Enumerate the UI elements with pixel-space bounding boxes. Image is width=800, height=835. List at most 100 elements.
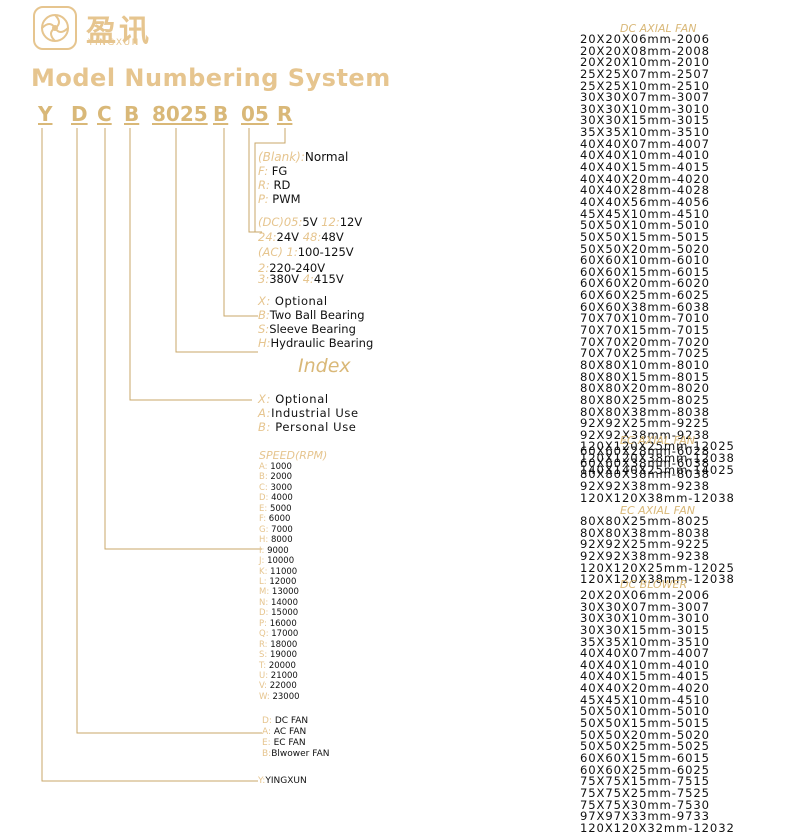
speed-title: SPEED(RPM) (259, 449, 328, 462)
model-list-item: 80X80X38mm-8038 (580, 404, 710, 419)
model-list-item: 50X50X10mm-5010 (580, 704, 710, 719)
speed-option: S: 19000 (259, 650, 298, 661)
option-use-personal: B: Personal Use (258, 420, 357, 434)
model-list-item: 120X120X38mm-12038 (580, 490, 735, 505)
option-rotation-fg: F: FG (258, 164, 288, 178)
model-list-item: 30X30X07mm-3007 (580, 599, 710, 614)
speed-option: J: 10000 (259, 556, 295, 567)
model-list-item: 70X70X20mm-7020 (580, 334, 710, 349)
option-type-dc: D: DC FAN (262, 716, 309, 726)
option-rotation-rd: R: RD (258, 178, 291, 192)
model-list-item: 120X120X25mm-12025 (580, 560, 735, 575)
model-list-item: 60X60X20mm-6020 (580, 276, 710, 291)
model-list-item: 40X40X56mm-4056 (580, 194, 710, 209)
model-list-item: 50X50X15mm-5015 (580, 229, 710, 244)
model-list-item: 120X120X32mm-12032 (580, 820, 735, 835)
model-list-item: 50X50X25mm-5025 (580, 739, 710, 754)
speed-option: Q: 17000 (259, 629, 299, 640)
model-list-item: 50X50X20mm-5020 (580, 241, 710, 256)
option-rotation-pwm: P: PWM (258, 192, 301, 206)
speed-option: I: 9000 (259, 545, 289, 556)
option-use-optional: X: Optional (258, 392, 329, 406)
speed-option: F: 6000 (259, 514, 291, 525)
model-list-item: 92X92X25mm-9225 (580, 416, 710, 431)
model-list-item: 60X60X38mm-6038 (580, 455, 710, 470)
speed-option: H: 8000 (259, 535, 293, 546)
model-list-item: 92X92X38mm-9238 (580, 427, 710, 442)
list-title-dc-axial: DC AXIAL FAN (620, 22, 697, 35)
speed-option: R: 18000 (259, 639, 298, 650)
model-list-item: 20X20X10mm-2010 (580, 55, 710, 70)
model-list-item: 20X20X06mm-2006 (580, 32, 710, 46)
model-list-item: 120X120X25mm-12025 (580, 439, 735, 454)
model-list-item: 45X45X10mm-4510 (580, 692, 710, 707)
model-list-item: 120X120X38mm-12038 (580, 451, 735, 466)
model-list-item: 60X60X38mm-6038 (580, 299, 710, 314)
model-list-item: 70X70X25mm-7025 (580, 346, 710, 361)
speed-option: A: 1000 (259, 462, 292, 472)
option-voltage-dc: (DC)05:5V 12:12V (258, 215, 363, 229)
model-list-item: 30X30X10mm-3010 (580, 611, 710, 626)
model-list-item: 80X80X38mm-8038 (580, 525, 710, 540)
speed-option: N: 14000 (259, 597, 298, 608)
model-list-item: 80X80X38mm-8038 (580, 467, 710, 482)
code-part-bearing: B (213, 102, 229, 126)
speed-option: B: 2000 (259, 472, 293, 483)
list-title-ec-axial-1: EC AXIAL FAN (620, 434, 696, 447)
code-part-speed: B (124, 102, 140, 126)
model-list-item: 50X50X10mm-5010 (580, 218, 710, 233)
speed-option: G: 7000 (259, 524, 293, 535)
option-bearing-sleeve: S:Sleeve Bearing (258, 322, 356, 336)
list-title-ec-axial-2: EC AXIAL FAN (620, 504, 696, 517)
option-brand-yingxun: Y:YINGXUN (258, 776, 307, 786)
model-list-item: 97X97X33mm-9733 (580, 809, 710, 824)
model-list-item: 40X40X07mm-4007 (580, 646, 710, 661)
model-list-item: 80X80X25mm-8025 (580, 514, 710, 528)
model-list-item: 30X30X10mm-3010 (580, 101, 710, 116)
model-list-item: 80X80X10mm-8010 (580, 357, 710, 372)
model-list-item: 50X50X15mm-5015 (580, 716, 710, 731)
model-list-item: 30X30X07mm-3007 (580, 90, 710, 105)
speed-option: L: 12000 (259, 576, 297, 587)
speed-option: D: 15000 (259, 608, 299, 619)
model-list-item: 75X75X30mm-7530 (580, 797, 710, 812)
model-list-item: 80X80X20mm-8020 (580, 381, 710, 396)
list-title-dc-blower: DC BLOWER (620, 578, 688, 591)
option-use-industrial: A:Industrial Use (258, 406, 359, 420)
connector-lines (41, 128, 286, 782)
speed-option: V: 22000 (259, 681, 297, 692)
speed-option: W: 23000 (259, 691, 300, 702)
option-bearing-two-ball: B:Two Ball Bearing (258, 308, 365, 322)
speed-option: E: 5000 (259, 503, 292, 514)
code-part-rotation: R (277, 102, 293, 126)
option-rotation-blank: (Blank):Normal (258, 150, 349, 164)
model-list-item: 70X70X15mm-7015 (580, 323, 710, 338)
option-type-ec: E: EC FAN (262, 738, 306, 748)
model-list-item: 30X30X15mm-3015 (580, 113, 710, 128)
model-list-item: 25X25X07mm-2507 (580, 66, 710, 81)
model-list-item: 60X60X10mm-6010 (580, 253, 710, 268)
model-list-item: 92X92X25mm-9225 (580, 537, 710, 552)
model-list-item: 40X40X20mm-4020 (580, 171, 710, 186)
speed-option: P: 16000 (259, 618, 297, 629)
model-list-item: 60X60X15mm-6015 (580, 750, 710, 765)
model-list-item: 30X30X15mm-3015 (580, 622, 710, 637)
model-list-item: 40X40X28mm-4028 (580, 183, 710, 198)
speed-option: T: 20000 (259, 660, 296, 671)
model-list-item: 60X60X25mm-6025 (580, 288, 710, 303)
speed-option: U: 21000 (259, 671, 298, 681)
model-list-item: 40X40X07mm-4007 (580, 136, 710, 151)
model-list-item: 35X35X10mm-3510 (580, 634, 710, 649)
code-part-brand: Y (38, 102, 53, 126)
model-list-item: 40X40X15mm-4015 (580, 669, 710, 684)
page-title: Model Numbering System (31, 64, 391, 92)
option-voltage-ac: (AC) 1:100-125V (258, 245, 354, 259)
model-list-item: 50X50X20mm-5020 (580, 727, 710, 742)
model-list-item: 70X70X10mm-7010 (580, 311, 710, 326)
model-list-item: 60X60X28mm-6028 (580, 444, 710, 458)
brand-name-chinese: 盈讯 (86, 14, 152, 49)
model-list-item: 20X20X06mm-2006 (580, 588, 710, 602)
option-voltage-380-415: 3:380V 4:415V (258, 272, 344, 286)
